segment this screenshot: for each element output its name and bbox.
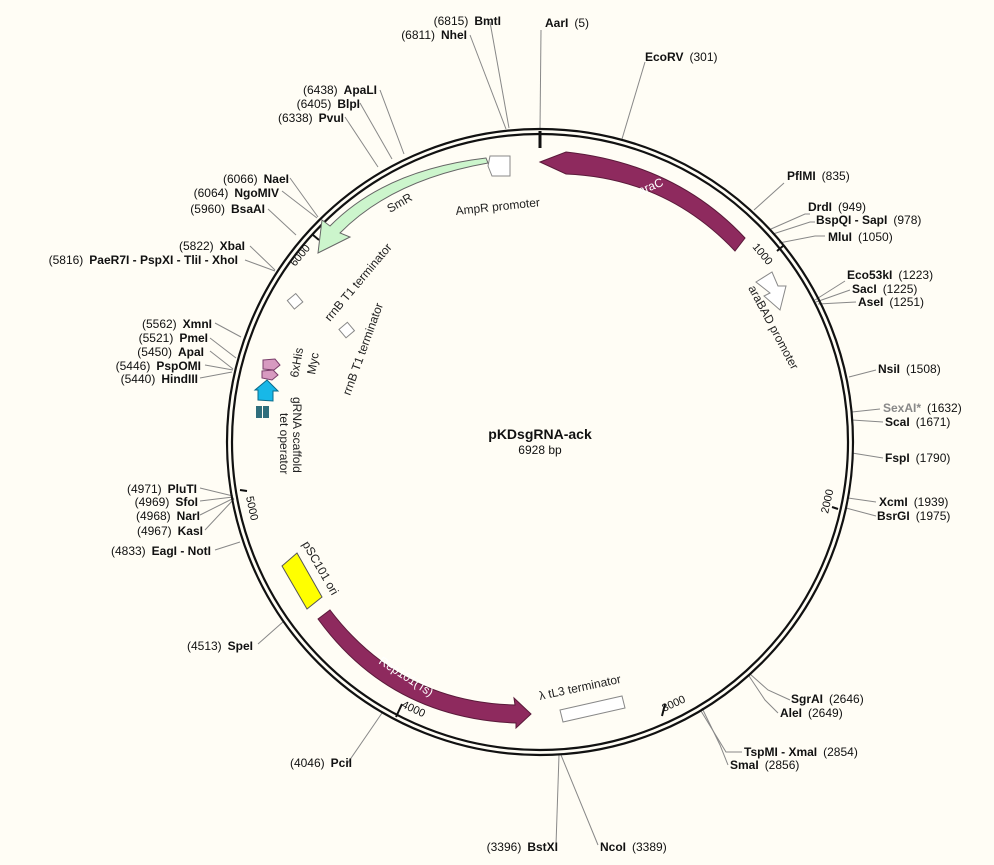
site-naei[interactable]: (6066)NaeI [223,172,289,186]
feature-arabad-promoter[interactable]: araBAD promoter [745,271,802,372]
feature-arac[interactable]: araC [538,151,746,252]
site-nhei[interactable]: (6811)NheI [401,28,467,42]
site-saci[interactable]: SacI(1225) [852,282,917,296]
feature-tl3-terminator[interactable]: λ tL3 terminator [538,672,626,723]
site-nari[interactable]: (4968)NarI [136,509,200,523]
site-sexai[interactable]: SexAI*(1632) [883,401,962,415]
ticks [239,234,839,718]
site-sfoi[interactable]: (4969)SfoI [135,495,198,509]
his-arrow [262,358,281,371]
tick-2000: 2000 [819,488,836,515]
site-pcii[interactable]: (4046)PciI [290,756,352,770]
feature-rrnb-t1-b[interactable]: rrnB T1 terminator [338,301,386,397]
scaffold-label: gRNA scaffold [290,397,304,473]
site-sgrai[interactable]: SgrAI(2646) [791,692,864,706]
ampr-label: AmpR promoter [455,195,541,218]
site-apali[interactable]: (6438)ApaLI [303,83,377,97]
site-kasi[interactable]: (4967)KasI [137,524,203,538]
site-bsrgi[interactable]: BsrGI(1975) [877,509,950,523]
his-label: 6xHis [287,347,306,379]
feature-tet-operator[interactable]: tet operator [256,406,291,474]
site-pvui[interactable]: (6338)PvuI [278,111,344,125]
site-scai[interactable]: ScaI(1671) [885,415,950,429]
site-xcmi[interactable]: XcmI(1939) [879,495,948,509]
rrnb-box-a [286,292,304,310]
teto-box-b [263,406,269,418]
arabad-arrow [755,271,787,311]
site-xmni[interactable]: (5562)XmnI [142,317,212,331]
site-pflmi[interactable]: PflMI(835) [787,169,850,183]
tl3-box [559,695,626,723]
site-ecorv[interactable]: EcoRV(301) [645,50,717,64]
site-alei[interactable]: AleI(2649) [780,706,843,720]
plasmid-name: pKDsgRNA-ack [488,426,592,442]
site-fspi[interactable]: FspI(1790) [885,451,950,465]
feature-myc[interactable]: Myc [261,351,322,381]
site-xhoi[interactable]: (5816)PaeR7I - PspXI - TliI - XhoI [49,253,238,267]
tick-5000: 5000 [243,495,260,521]
site-drdi[interactable]: DrdI(949) [808,200,866,214]
site-bstxi[interactable]: (3396)BstXI [487,840,558,854]
feature-6xhis[interactable]: 6xHis [262,347,306,379]
teto-box-a [256,406,262,418]
site-asei[interactable]: AseI(1251) [858,295,924,309]
site-labels: AarI(5) EcoRV(301) PflMI(835) DrdI(949) … [49,14,962,854]
site-blpi[interactable]: (6405)BlpI [297,97,360,111]
feature-grna-scaffold[interactable]: gRNA scaffold [253,379,304,473]
rrnb-box-b [338,321,356,339]
site-eco53ki[interactable]: Eco53kI(1223) [847,268,933,282]
tick-6000: 6000 [288,242,313,268]
site-aari[interactable]: AarI(5) [545,16,589,30]
site-bsaai[interactable]: (5960)BsaAI [190,202,265,216]
site-ngomiv[interactable]: (6064)NgoMIV [194,186,279,200]
feature-psc101-ori[interactable]: pSC101 ori [281,539,342,610]
site-pspomi[interactable]: (5446)PspOMI [116,359,201,373]
psc101-box [281,552,323,610]
site-ncoi[interactable]: NcoI(3389) [600,840,667,854]
smr-arrow [317,157,489,254]
teto-label: tet operator [277,413,291,474]
backbone-outer [225,127,855,757]
site-spei[interactable]: (4513)SpeI [187,639,253,653]
site-pmei[interactable]: (5521)PmeI [139,331,208,345]
site-apai[interactable]: (5450)ApaI [137,345,204,359]
connector-lines [199,21,884,846]
site-bspqi-sapi[interactable]: BspQI - SapI(978) [816,213,921,227]
site-hindiii[interactable]: (5440)HindIII [121,372,198,386]
scaffold-arrow [253,379,280,402]
site-smai[interactable]: SmaI(2856) [730,758,799,772]
rep101-arrow [317,609,532,730]
ampr-arrow [487,155,511,177]
tick-3000: 3000 [660,693,687,714]
arac-arrow [538,151,746,252]
site-tspmi-xmai[interactable]: TspMI - XmaI(2854) [744,745,858,759]
tl3-label: λ tL3 terminator [538,672,622,703]
plasmid-size: 6928 bp [518,443,562,457]
myc-label: Myc [304,351,322,375]
site-mlui[interactable]: MluI(1050) [828,230,893,244]
rrnb-label-b: rrnB T1 terminator [340,301,386,397]
myc-arrow [261,369,279,381]
site-eagi-noti[interactable]: (4833)EagI - NotI [111,544,211,558]
site-xbai[interactable]: (5822)XbaI [179,239,245,253]
site-pluti[interactable]: (4971)PluTI [127,482,197,496]
site-nsii[interactable]: NsiI(1508) [878,362,941,376]
tick-1000: 1000 [750,241,775,267]
site-bmti[interactable]: (6815)BmtI [434,14,501,28]
